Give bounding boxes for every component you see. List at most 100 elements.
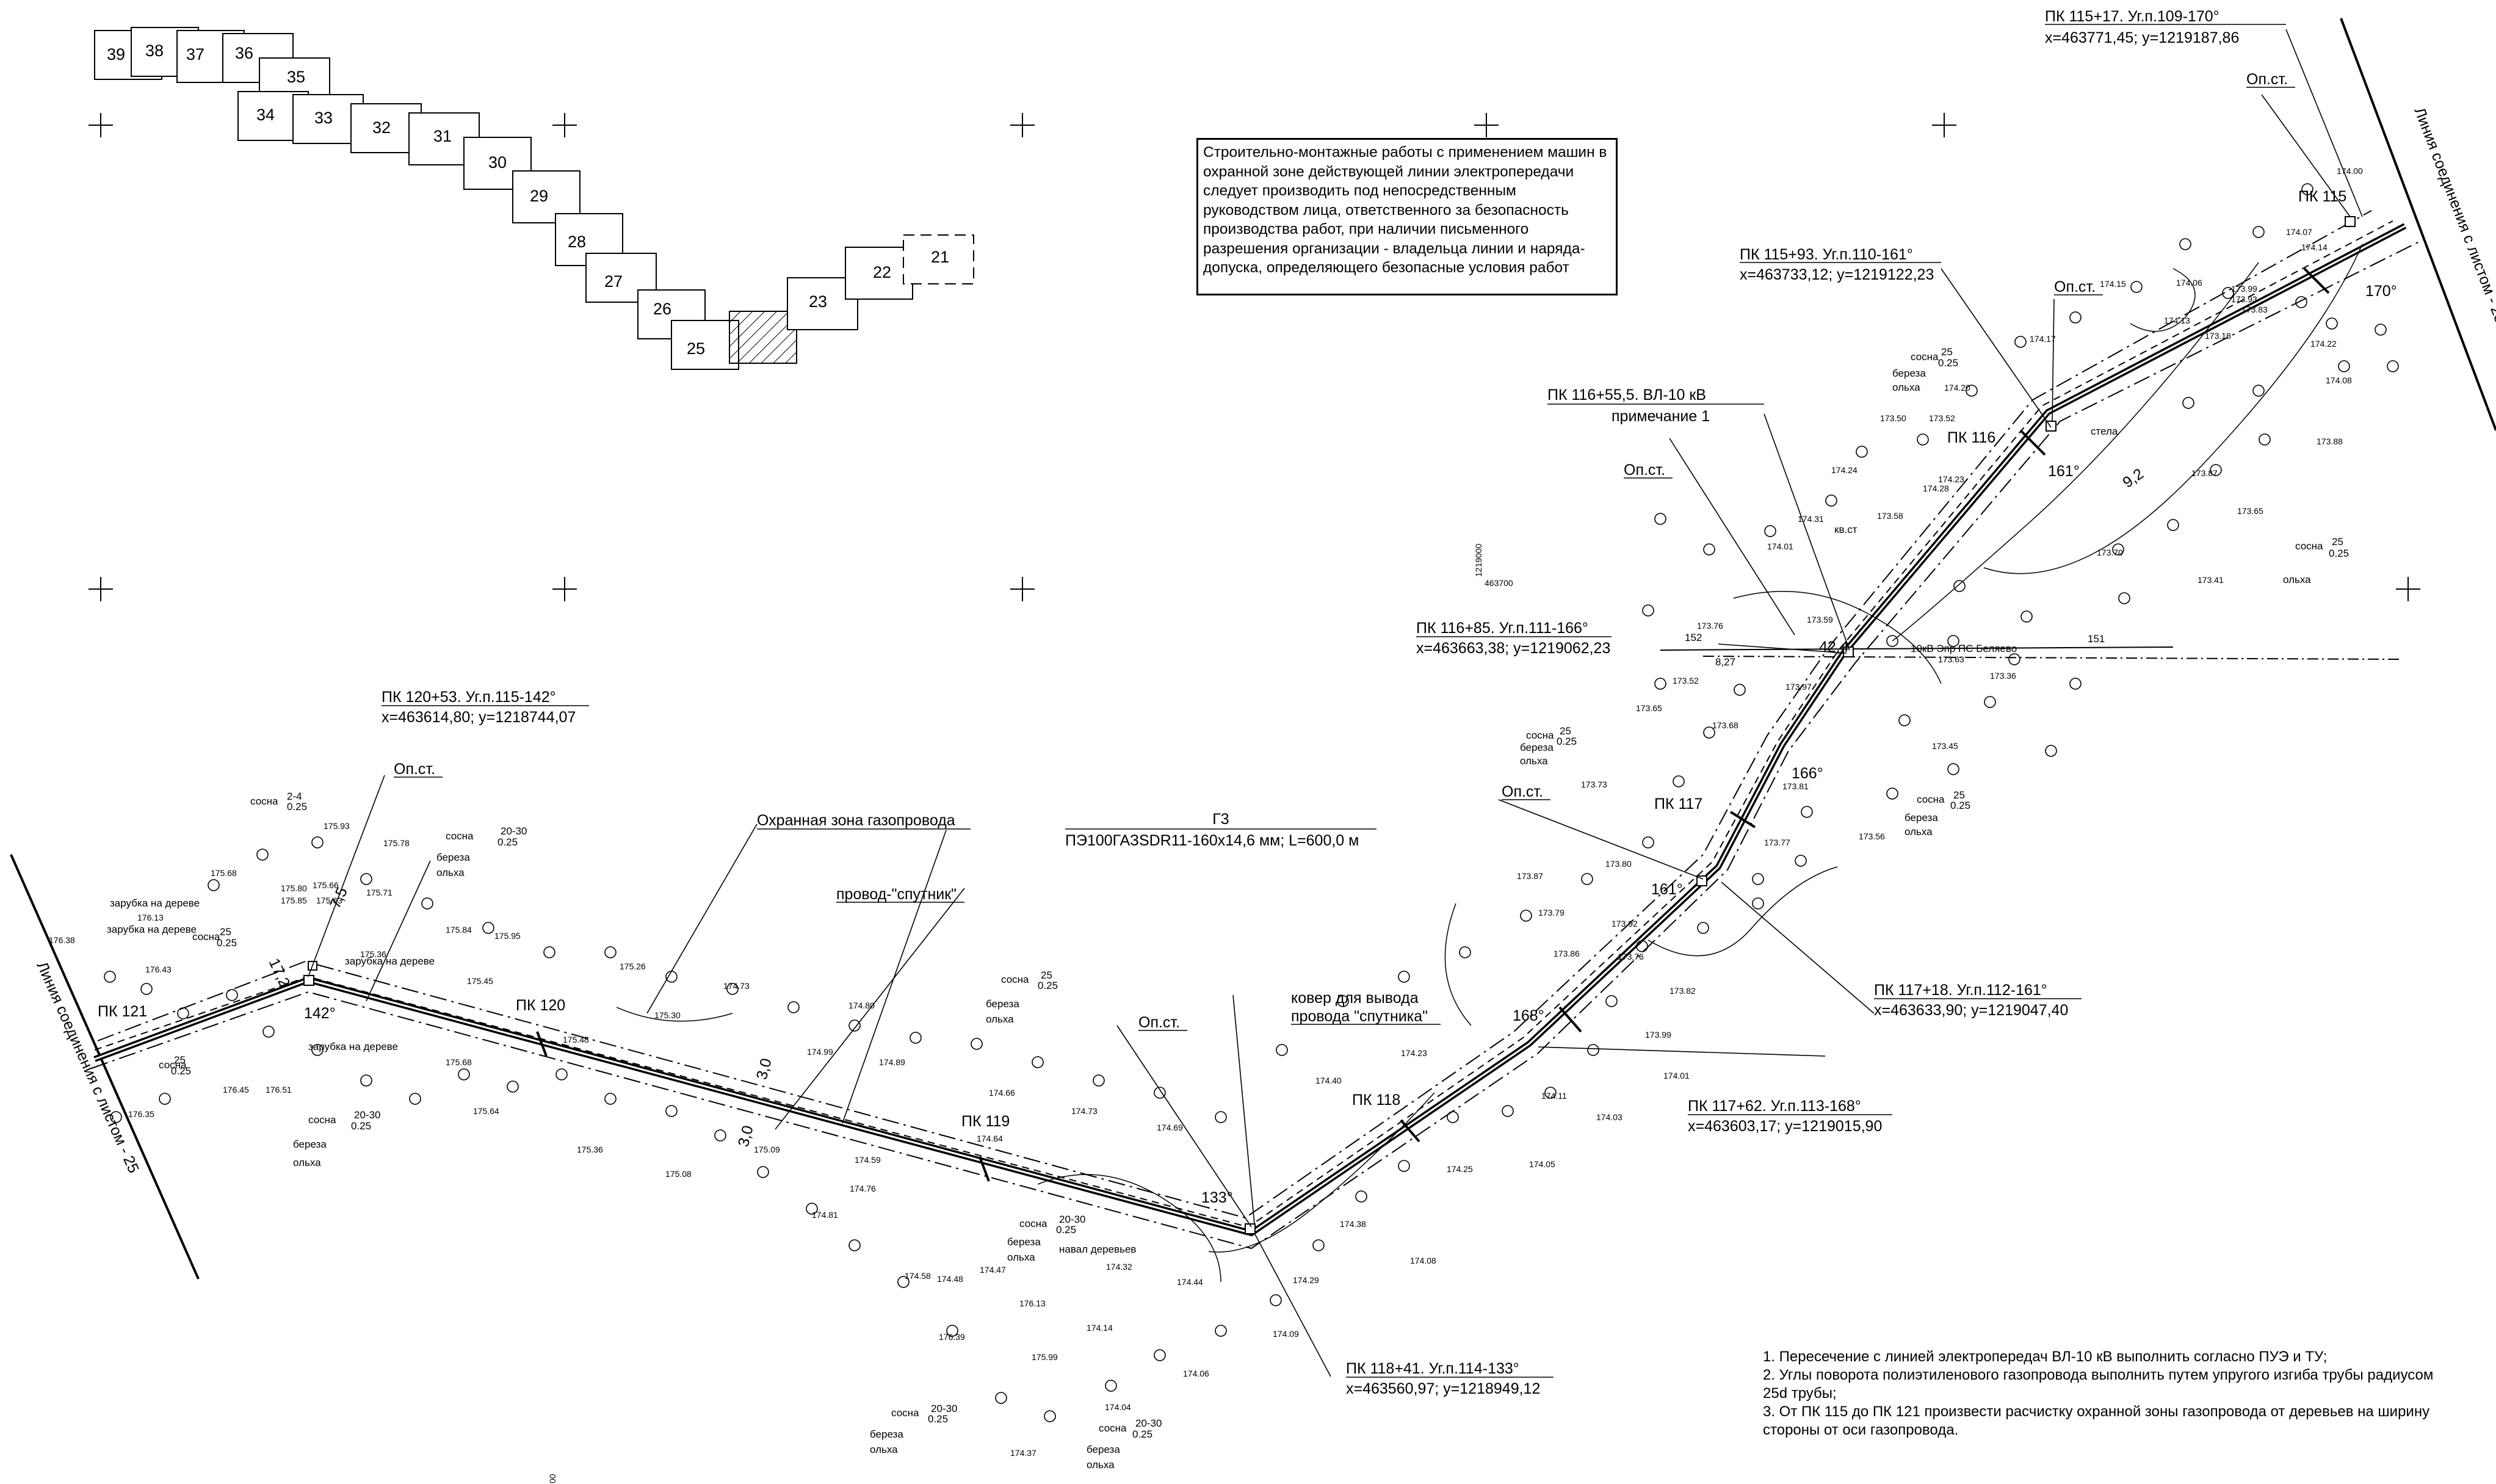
picket-labels: ПК 115 ПК 116 ПК 117 ПК 118 ПК 119 ПК 12… [98, 188, 2346, 1130]
svg-text:174.99: 174.99 [807, 1047, 833, 1057]
svg-text:сосна: сосна [1917, 794, 1945, 805]
svg-text:174.73: 174.73 [1071, 1106, 1098, 1116]
svg-text:174.66: 174.66 [989, 1088, 1015, 1098]
note-3-cont: стороны от оси газопровода. [1763, 1422, 1959, 1438]
support-poles[interactable] [303, 216, 2356, 1234]
svg-text:175.45: 175.45 [467, 976, 493, 986]
svg-text:ПК 116+85. Уг.п.111-166°: ПК 116+85. Уг.п.111-166° [1416, 620, 1588, 637]
sheet-21[interactable]: 21 [903, 234, 974, 284]
svg-text:174.80: 174.80 [848, 1001, 875, 1010]
powerline-crossing[interactable]: ПК 116+55,5. ВЛ-10 кВ примечание 1 [1547, 386, 1764, 425]
svg-text:37: 37 [186, 45, 204, 63]
angle-point-110[interactable]: ПК 115+93. Уг.п.110-161° x=463733,12; y=… [1740, 246, 1941, 283]
power-line-10kv[interactable]: 10кВ Эпр ПС Беляево [1660, 643, 2400, 660]
svg-text:Оп.ст.: Оп.ст. [394, 761, 435, 778]
svg-text:x=463633,90; y=1219047,40: x=463633,90; y=1219047,40 [1874, 1002, 2068, 1019]
svg-text:174.08: 174.08 [1410, 1256, 1436, 1265]
svg-text:174.14: 174.14 [2301, 242, 2328, 252]
svg-text:Оп.ст.: Оп.ст. [1502, 783, 1543, 800]
svg-text:33: 33 [314, 109, 333, 127]
svg-text:173.63: 173.63 [1938, 654, 1964, 664]
satellite-wire-label[interactable]: провод-"спутник" [836, 886, 964, 903]
svg-text:175.80: 175.80 [281, 883, 307, 893]
sheet-24-current[interactable] [729, 311, 797, 364]
svg-text:29: 29 [530, 187, 548, 205]
svg-text:ольха: ольха [1007, 1251, 1035, 1263]
sheet-25[interactable]: 25 [671, 320, 739, 370]
carpet-label[interactable]: ковер для вывода провода "спутника" [1291, 990, 1441, 1025]
svg-text:133°: 133° [1201, 1189, 1233, 1206]
svg-text:173.65: 173.65 [1636, 703, 1662, 713]
svg-text:174.44: 174.44 [1177, 1277, 1203, 1287]
svg-text:ПК 120+53. Уг.п.115-142°: ПК 120+53. Уг.п.115-142° [382, 689, 556, 706]
svg-text:175.71: 175.71 [366, 888, 392, 897]
svg-text:173.65: 173.65 [2237, 506, 2263, 516]
svg-text:176.51: 176.51 [266, 1085, 292, 1095]
svg-text:Оп.ст.: Оп.ст. [2054, 278, 2096, 295]
svg-text:ольха: ольха [2283, 574, 2311, 585]
sheet-22[interactable]: 22 [845, 247, 913, 300]
notes-block: 1. Пересечение с линией электропередач В… [1763, 1348, 2496, 1439]
svg-text:174.48: 174.48 [937, 1274, 963, 1284]
svg-text:174.29: 174.29 [1293, 1275, 1319, 1285]
svg-text:174.28: 174.28 [1923, 483, 1949, 493]
svg-text:2-4: 2-4 [287, 791, 302, 802]
grid-crosses [89, 113, 2420, 601]
svg-text:151: 151 [2088, 633, 2105, 645]
svg-text:примечание 1: примечание 1 [1612, 408, 1710, 425]
svg-text:174.69: 174.69 [1157, 1123, 1183, 1132]
svg-text:173.88: 173.88 [2317, 436, 2343, 446]
svg-text:зарубка на дереве: зарубка на дереве [308, 1041, 398, 1052]
angle-point-109[interactable]: ПК 115+17. Уг.п.109-170° x=463771,45; y=… [2045, 8, 2286, 46]
svg-text:173.70: 173.70 [2097, 548, 2123, 557]
misc-labels: стела кв.ст 1219000 463700 навал деревье… [548, 425, 2118, 1483]
svg-text:173.45: 173.45 [1932, 741, 1958, 751]
svg-text:3,0: 3,0 [753, 1057, 775, 1082]
angle-point-114[interactable]: ПК 118+41. Уг.п.114-133° x=463560,97; y=… [1346, 1360, 1554, 1397]
pipeline-spec[interactable]: Г3 ПЭ100ГАЗSDR11-160х14,6 мм; L=600,0 м [1065, 811, 1376, 849]
svg-text:173.76: 173.76 [1697, 621, 1723, 631]
svg-text:ПК 117: ПК 117 [1654, 795, 1702, 813]
svg-text:береза: береза [1520, 742, 1554, 753]
svg-text:23: 23 [809, 292, 827, 311]
svg-text:береза: береза [1087, 1444, 1120, 1455]
svg-text:Оп.ст.: Оп.ст. [1138, 1014, 1180, 1031]
svg-text:173.68: 173.68 [1712, 720, 1738, 730]
angle-point-111[interactable]: ПК 116+85. Уг.п.111-166° x=463663,38; y=… [1416, 620, 1612, 657]
angle-point-113[interactable]: ПК 117+62. Уг.п.113-168° x=463603,17; y=… [1688, 1098, 1892, 1135]
svg-text:Оп.ст.: Оп.ст. [1624, 461, 1665, 479]
svg-text:174.32: 174.32 [1106, 1262, 1132, 1272]
svg-text:32: 32 [372, 118, 391, 137]
svg-text:174.13: 174.13 [2164, 316, 2190, 325]
svg-text:173.81: 173.81 [1782, 781, 1809, 791]
svg-text:173.50: 173.50 [1880, 413, 1906, 423]
svg-text:175.63: 175.63 [316, 896, 342, 905]
svg-text:22: 22 [873, 263, 891, 281]
support-labels: Оп.ст. Оп.ст. Оп.ст. Оп.ст. Оп.ст. Оп.ст… [394, 71, 2295, 1031]
angle-point-115[interactable]: ПК 120+53. Уг.п.115-142° x=463614,80; y=… [382, 689, 589, 726]
svg-text:сосна: сосна [1911, 351, 1939, 363]
svg-text:175.85: 175.85 [281, 896, 307, 905]
svg-text:0.25: 0.25 [1557, 736, 1577, 747]
angle-point-112[interactable]: ПК 117+18. Уг.п.112-161° x=463633,90; y=… [1874, 982, 2082, 1019]
svg-text:39: 39 [107, 45, 125, 63]
svg-text:ольха: ольха [293, 1157, 321, 1168]
svg-text:береза: береза [293, 1138, 327, 1150]
svg-text:174.59: 174.59 [855, 1155, 881, 1165]
svg-text:0.25: 0.25 [287, 801, 307, 813]
svg-text:174.07: 174.07 [2286, 227, 2312, 237]
tree-callout-2: сосна 25 0.25 ольха [2283, 536, 2349, 585]
protection-zone-label[interactable]: Охранная зона газопровода [757, 812, 971, 830]
svg-text:береза: береза [986, 998, 1019, 1010]
svg-text:176.38: 176.38 [49, 935, 75, 945]
svg-text:кв.ст: кв.ст [1834, 524, 1858, 535]
svg-text:176.43: 176.43 [145, 965, 172, 974]
svg-text:ковер для вывода: ковер для вывода [1291, 990, 1419, 1007]
sheet-23[interactable]: 23 [787, 277, 858, 330]
gas-pipeline[interactable] [93, 223, 2407, 1237]
svg-text:Линия соединения с листом - 25: Линия соединения с листом - 25 [34, 959, 142, 1176]
svg-text:ПК 117+62. Уг.п.113-168°: ПК 117+62. Уг.п.113-168° [1688, 1098, 1861, 1115]
safety-warning-box: Строительно-монтажные работы с применени… [1196, 138, 1618, 295]
svg-text:174.04: 174.04 [1105, 1402, 1131, 1412]
svg-text:провод-"спутник": провод-"спутник" [836, 886, 957, 903]
